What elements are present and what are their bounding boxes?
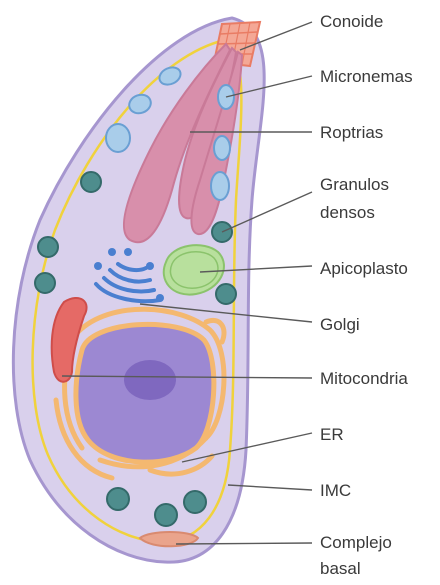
label-dense-granules-line2: densos: [320, 203, 375, 222]
label-micronemes: Micronemas: [320, 67, 413, 86]
label-golgi: Golgi: [320, 315, 360, 334]
label-er: ER: [320, 425, 344, 444]
label-rhoptries: Roptrias: [320, 123, 383, 142]
label-imc: IMC: [320, 481, 351, 500]
label-mitochondria: Mitocondria: [320, 369, 408, 388]
label-basal-complex-line1: Complejo: [320, 533, 392, 552]
nucleolus: [124, 360, 176, 400]
label-basal-complex-line2: basal: [320, 559, 361, 578]
label-apicoplast: Apicoplasto: [320, 259, 408, 278]
nucleus: [76, 324, 214, 462]
label-dense-granules-line1: Granulos: [320, 175, 389, 194]
label-conoid: Conoide: [320, 12, 383, 31]
